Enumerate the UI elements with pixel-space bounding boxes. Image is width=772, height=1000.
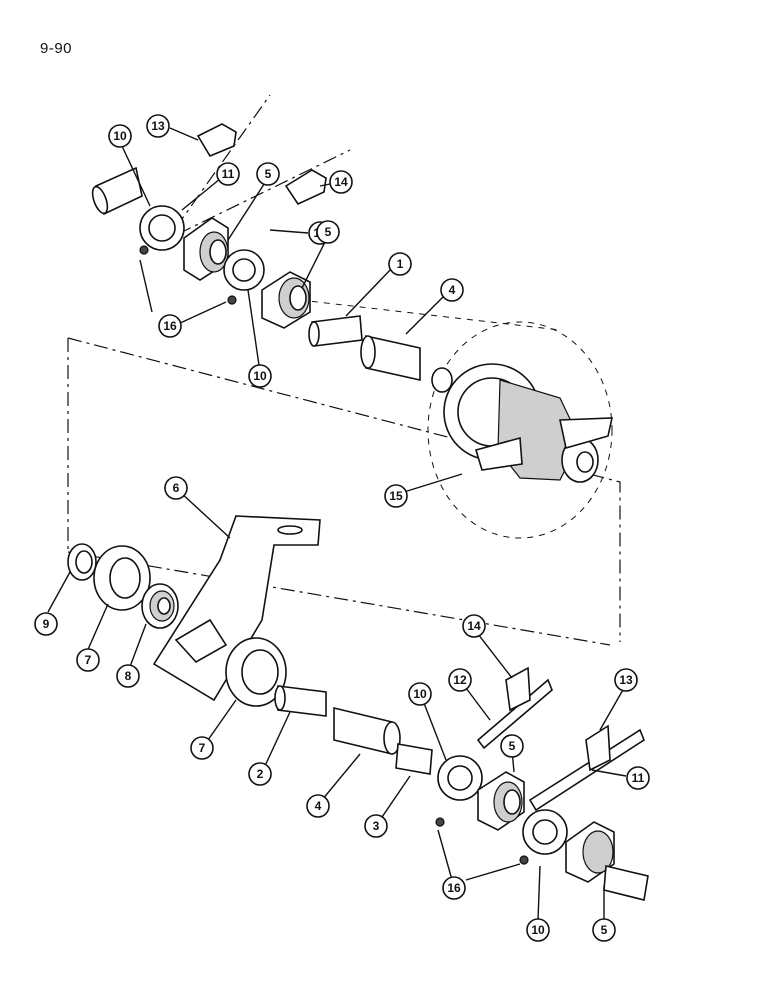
callout-2: 2 xyxy=(248,762,272,786)
svg-text:10: 10 xyxy=(531,923,545,937)
svg-text:10: 10 xyxy=(413,687,427,701)
callout-14-bottom: 14 xyxy=(462,614,486,638)
chain-guide-14 xyxy=(505,666,531,712)
flangette-7-bottom xyxy=(225,637,287,707)
svg-text:11: 11 xyxy=(222,167,235,181)
page-number: 9-90 xyxy=(40,40,73,57)
svg-text:13: 13 xyxy=(619,673,633,687)
callout-3: 3 xyxy=(364,814,388,838)
svg-text:4: 4 xyxy=(449,283,456,297)
svg-text:1: 1 xyxy=(397,257,404,271)
svg-text:10: 10 xyxy=(113,129,127,143)
bearing-flange-bottom-a xyxy=(477,771,525,831)
svg-text:11: 11 xyxy=(632,771,645,785)
shaft-3 xyxy=(395,743,433,775)
svg-text:2: 2 xyxy=(257,767,264,781)
callout-5-bottom-b: 5 xyxy=(592,918,616,942)
svg-text:8: 8 xyxy=(125,669,132,683)
shaft-top-left xyxy=(91,166,143,216)
shaft-2 xyxy=(274,685,327,717)
callout-16-bottom: 16 xyxy=(442,876,466,900)
callout-11-bottom: 11 xyxy=(626,766,650,790)
callout-13-top: 13 xyxy=(146,114,170,138)
slip-clutch-assembly xyxy=(427,321,614,539)
svg-text:16: 16 xyxy=(163,319,177,333)
svg-text:10: 10 xyxy=(253,369,267,383)
callout-7-left: 7 xyxy=(76,648,100,672)
callout-15: 15 xyxy=(384,484,408,508)
callout-1: 1 xyxy=(388,252,412,276)
callout-5-top-b: 5 xyxy=(316,220,340,244)
callout-5-top-a: 5 xyxy=(256,162,280,186)
svg-text:9: 9 xyxy=(43,617,50,631)
bearing-flange-top-b xyxy=(261,271,311,329)
svg-text:5: 5 xyxy=(325,225,332,239)
svg-text:5: 5 xyxy=(509,739,516,753)
callout-7-bottom: 7 xyxy=(190,736,214,760)
svg-text:14: 14 xyxy=(467,619,481,633)
callout-10-top-left: 10 xyxy=(108,124,132,148)
mounting-bracket-6 xyxy=(152,515,321,702)
locking-collar-9 xyxy=(67,543,97,581)
callout-4-bottom: 4 xyxy=(306,794,330,818)
callout-13-bottom: 13 xyxy=(614,668,638,692)
ball-bearing-8 xyxy=(141,583,179,629)
svg-text:16: 16 xyxy=(447,881,461,895)
svg-text:15: 15 xyxy=(389,489,403,503)
callout-14-top: 14 xyxy=(329,170,353,194)
callout-6: 6 xyxy=(164,476,188,500)
sprocket-bottom-a xyxy=(435,755,483,827)
svg-text:14: 14 xyxy=(334,175,348,189)
callout-12-bottom: 12 xyxy=(448,668,472,692)
svg-text:7: 7 xyxy=(85,653,92,667)
chain-guide-13-top xyxy=(196,123,237,158)
callout-10-mid: 10 xyxy=(248,364,272,388)
callout-16-top: 16 xyxy=(158,314,182,338)
sprocket-top-mid xyxy=(223,249,265,305)
sprocket-bottom-b xyxy=(519,809,568,865)
callout-9: 9 xyxy=(34,612,58,636)
callout-10-bottom-b: 10 xyxy=(526,918,550,942)
svg-text:13: 13 xyxy=(151,119,165,133)
shaft-1 xyxy=(308,315,363,347)
sprocket-top-left xyxy=(139,205,185,255)
svg-text:12: 12 xyxy=(453,673,467,687)
callout-11-top: 11 xyxy=(216,162,240,186)
svg-text:7: 7 xyxy=(199,741,206,755)
chain-guide-14-top xyxy=(284,169,327,206)
svg-text:3: 3 xyxy=(373,819,380,833)
chain-guide-13-bottom xyxy=(585,724,611,772)
callout-5-bottom-a: 5 xyxy=(500,734,524,758)
svg-text:5: 5 xyxy=(601,923,608,937)
bearing-flange-top-a xyxy=(183,217,229,281)
flangette-7-left xyxy=(93,545,151,611)
bearing-flange-bottom-b xyxy=(565,821,649,901)
svg-text:5: 5 xyxy=(265,167,272,181)
callout-10-bottom-a: 10 xyxy=(408,682,432,706)
tube-4-bottom xyxy=(333,706,401,756)
callout-4-top: 4 xyxy=(440,278,464,302)
tube-4-top xyxy=(360,335,421,381)
svg-text:6: 6 xyxy=(173,481,180,495)
svg-text:4: 4 xyxy=(315,799,322,813)
callout-8: 8 xyxy=(116,664,140,688)
